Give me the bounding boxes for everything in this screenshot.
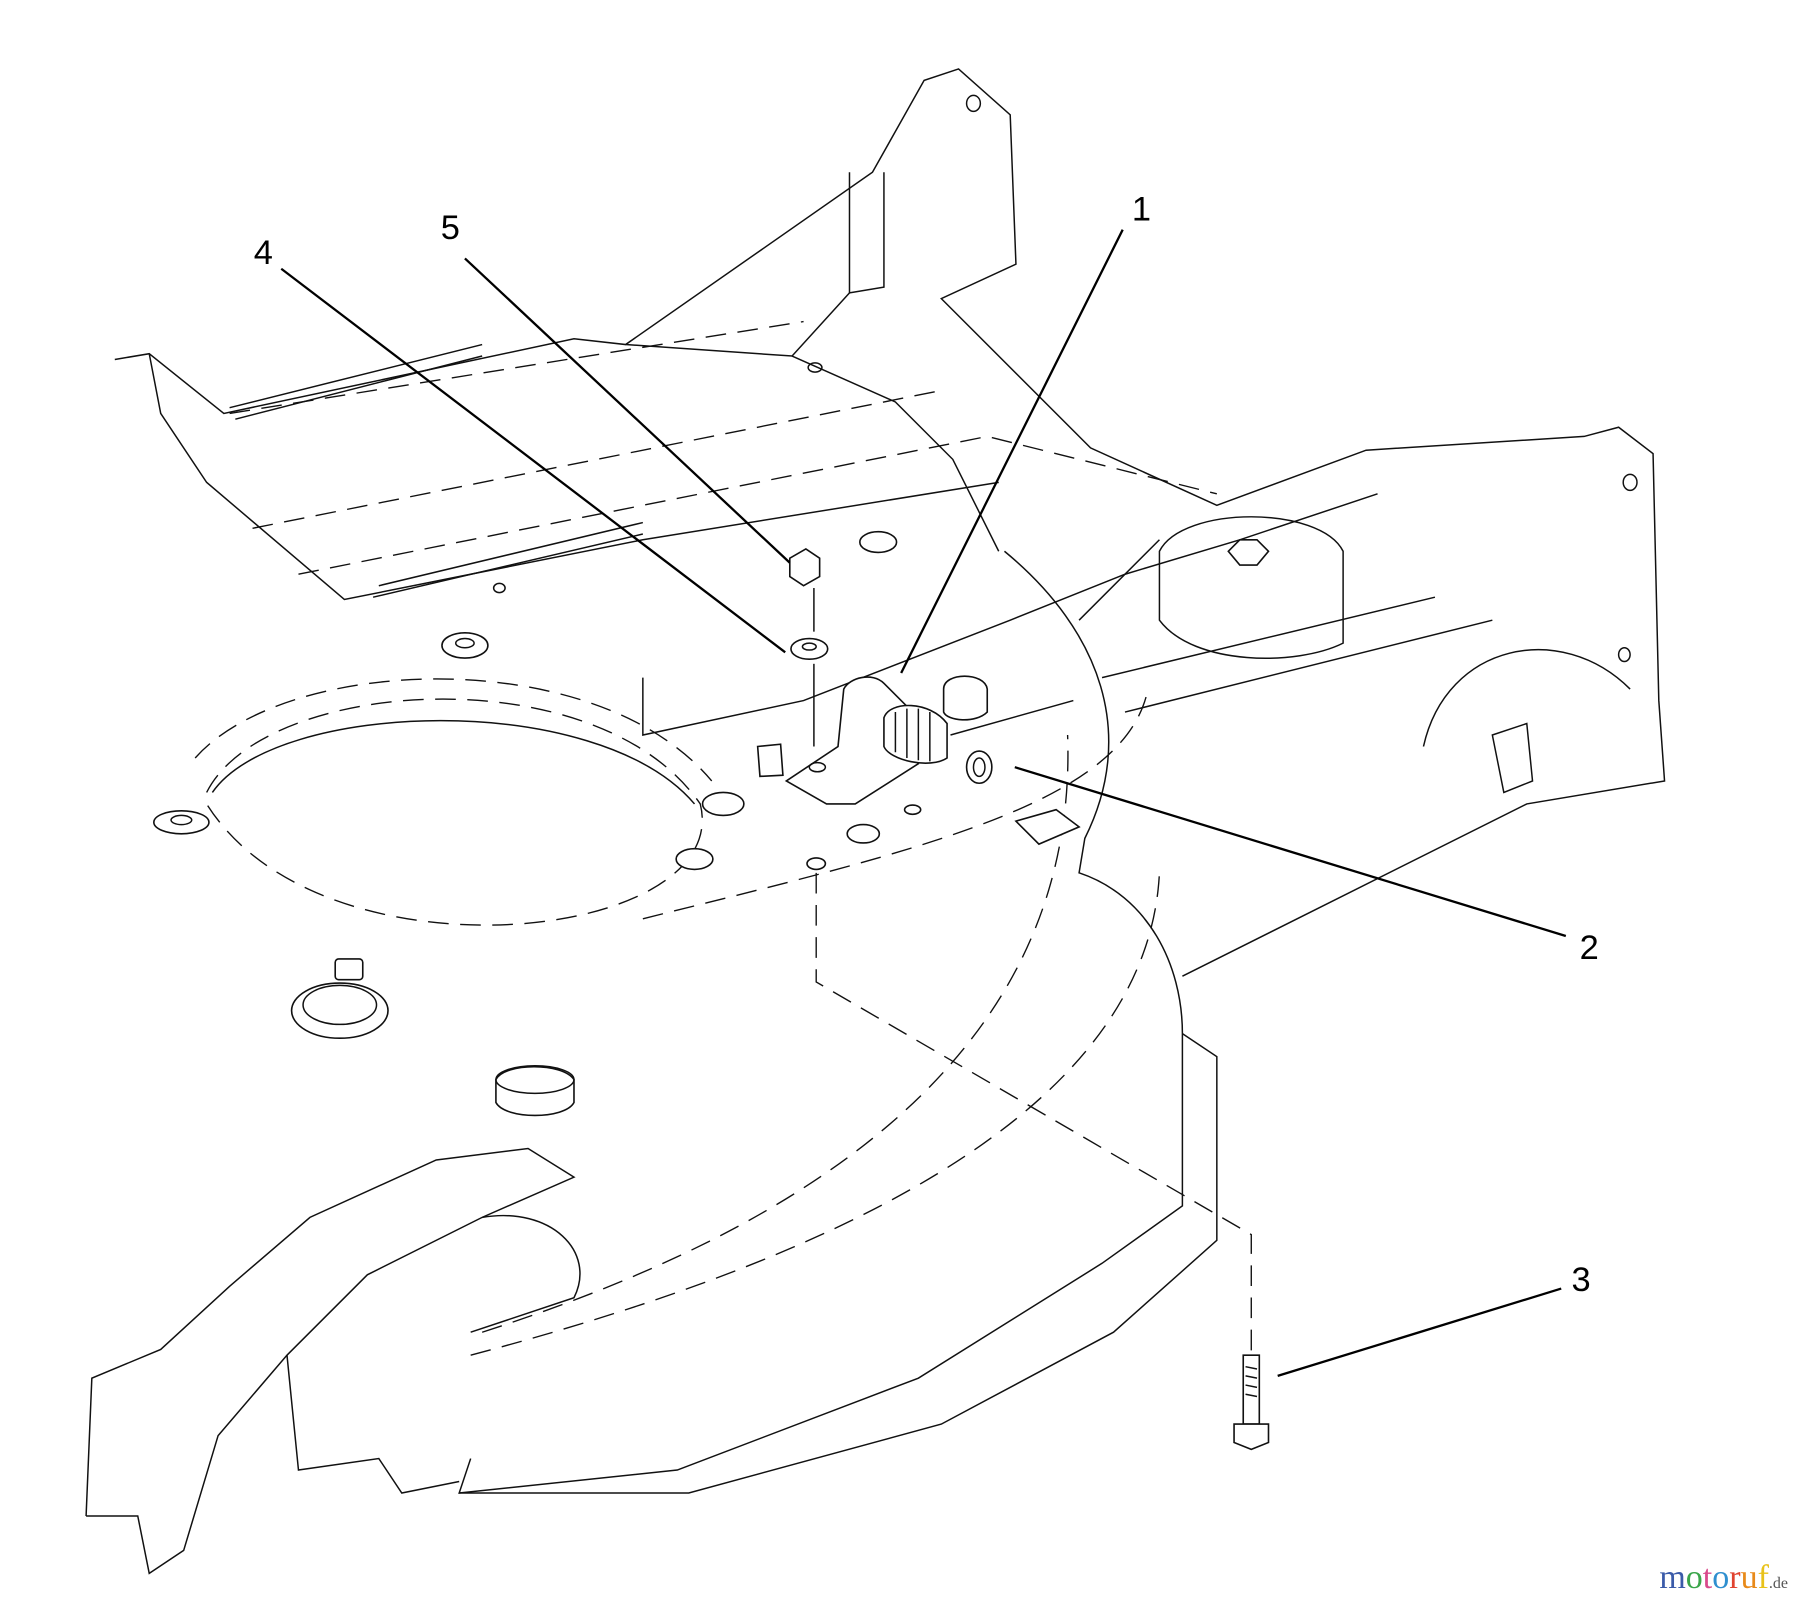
leader-3 xyxy=(1277,1287,1562,1377)
leader-2 xyxy=(1014,766,1567,938)
callout-labels: 1 2 3 4 5 xyxy=(254,190,1599,1298)
callout-3: 3 xyxy=(1572,1261,1591,1299)
watermark-letter: m xyxy=(1659,1559,1686,1596)
key-part xyxy=(334,958,364,981)
leader-5 xyxy=(464,257,791,564)
part-3-bolt xyxy=(1242,1354,1261,1425)
hardware xyxy=(153,530,1270,1451)
watermark-letter: o xyxy=(1685,1559,1703,1596)
leader-1 xyxy=(900,229,1124,674)
watermark-letter: t xyxy=(1702,1559,1713,1596)
callout-leaders xyxy=(280,229,1567,1377)
leader-4 xyxy=(280,267,786,654)
watermark-letter: f xyxy=(1757,1559,1769,1596)
bolt-path-dashline xyxy=(815,872,1252,1356)
watermark-letter: u xyxy=(1740,1559,1758,1596)
callout-4: 4 xyxy=(254,234,273,272)
callout-5: 5 xyxy=(441,209,460,247)
lower-deck xyxy=(85,493,1631,1575)
watermark-letter: o xyxy=(1712,1559,1730,1596)
callout-1: 1 xyxy=(1132,190,1151,228)
watermark-letter: r xyxy=(1729,1559,1741,1596)
part-5-nut xyxy=(788,548,821,587)
part-2-washer xyxy=(965,750,993,785)
deck-housing xyxy=(114,68,1666,977)
watermark-logo: motoruf.de xyxy=(1659,1559,1788,1597)
watermark-suffix: .de xyxy=(1768,1575,1788,1592)
callout-2: 2 xyxy=(1580,929,1599,967)
part-4-washer xyxy=(790,637,829,661)
